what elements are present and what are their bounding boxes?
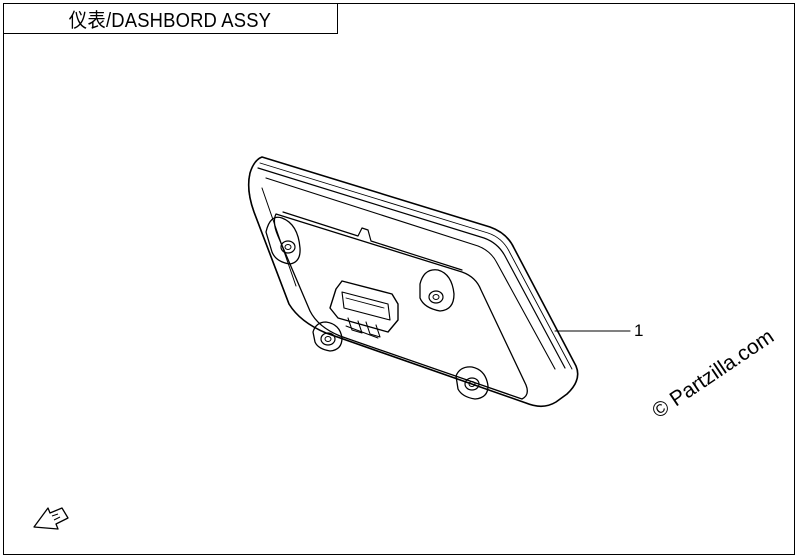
back-plate [273, 213, 528, 400]
callout-label-1: 1 [634, 321, 644, 340]
wire-connector [329, 280, 399, 339]
front-direction-arrow-icon [33, 507, 69, 530]
title-box: 仪表/DASHBORD ASSY [3, 3, 338, 34]
page-title: 仪表/DASHBORD ASSY [68, 9, 272, 32]
mounting-bosses [265, 216, 489, 400]
drawing-frame [3, 3, 795, 555]
